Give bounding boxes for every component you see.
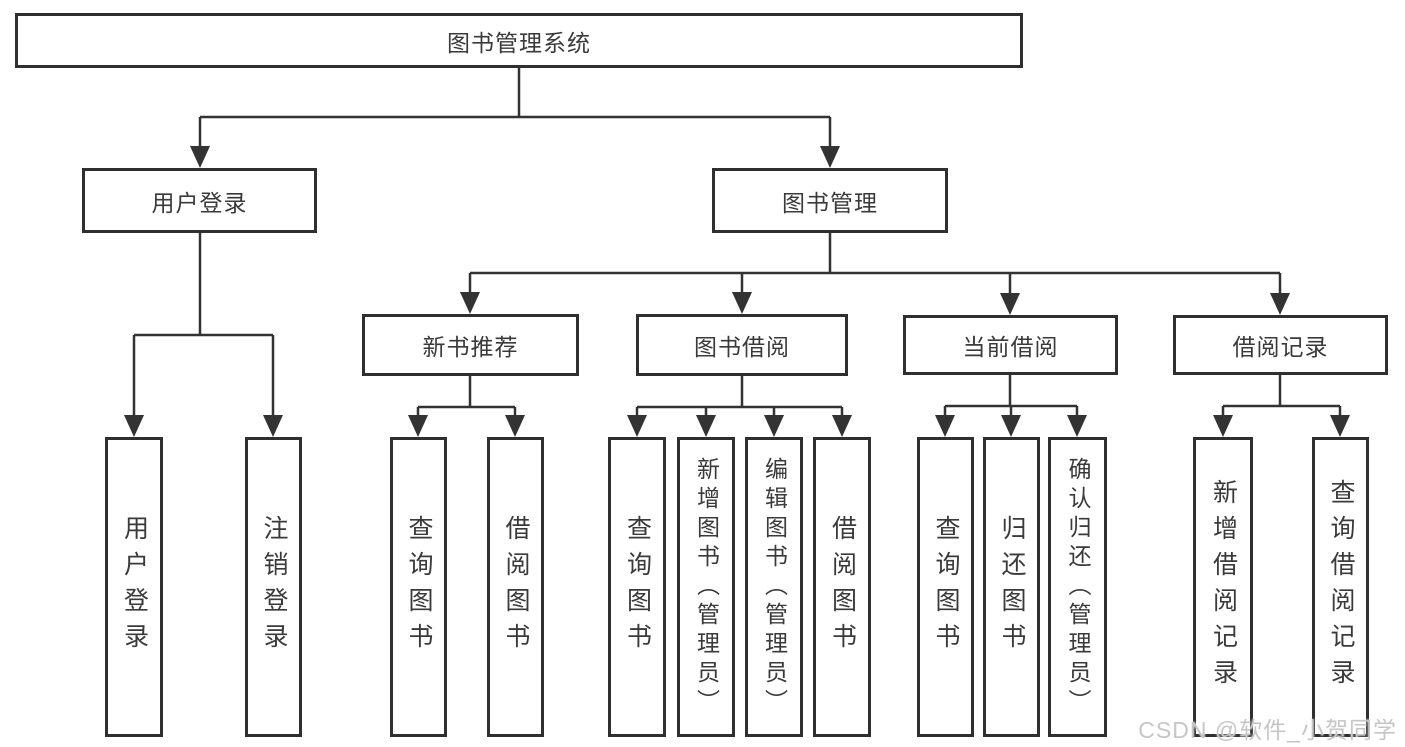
leaf-borrow-books-2: 借阅图书 — [813, 437, 871, 737]
leaf-add-books-admin: 新增图书（管理员） — [677, 437, 735, 737]
node-new-book-recommend: 新书推荐 — [362, 314, 579, 376]
leaf-borrow-books-1: 借阅图书 — [487, 437, 544, 737]
leaf-add-borrow-record: 新增借阅记录 — [1193, 437, 1253, 737]
leaf-user-login: 用户登录 — [105, 437, 163, 737]
leaf-confirm-return-admin: 确认归还（管理员） — [1048, 437, 1107, 737]
arrowheads — [124, 146, 1350, 437]
node-current-borrow: 当前借阅 — [903, 315, 1118, 375]
leaf-query-books-1: 查询图书 — [390, 437, 447, 737]
node-borrow-records: 借阅记录 — [1173, 315, 1388, 375]
node-root-system: 图书管理系统 — [15, 13, 1023, 68]
leaf-edit-books-admin: 编辑图书（管理员） — [745, 437, 803, 737]
node-book-management: 图书管理 — [712, 168, 948, 233]
node-book-borrow: 图书借阅 — [636, 314, 848, 376]
csdn-watermark: CSDN @软件_小贺同学 — [1138, 717, 1397, 743]
leaf-return-books: 归还图书 — [983, 437, 1040, 737]
leaf-query-books-2: 查询图书 — [608, 437, 666, 737]
leaf-query-books-3: 查询图书 — [917, 437, 974, 737]
leaf-query-borrow-record: 查询借阅记录 — [1312, 437, 1369, 737]
node-user-login: 用户登录 — [82, 168, 317, 233]
leaf-logout: 注销登录 — [245, 437, 302, 737]
